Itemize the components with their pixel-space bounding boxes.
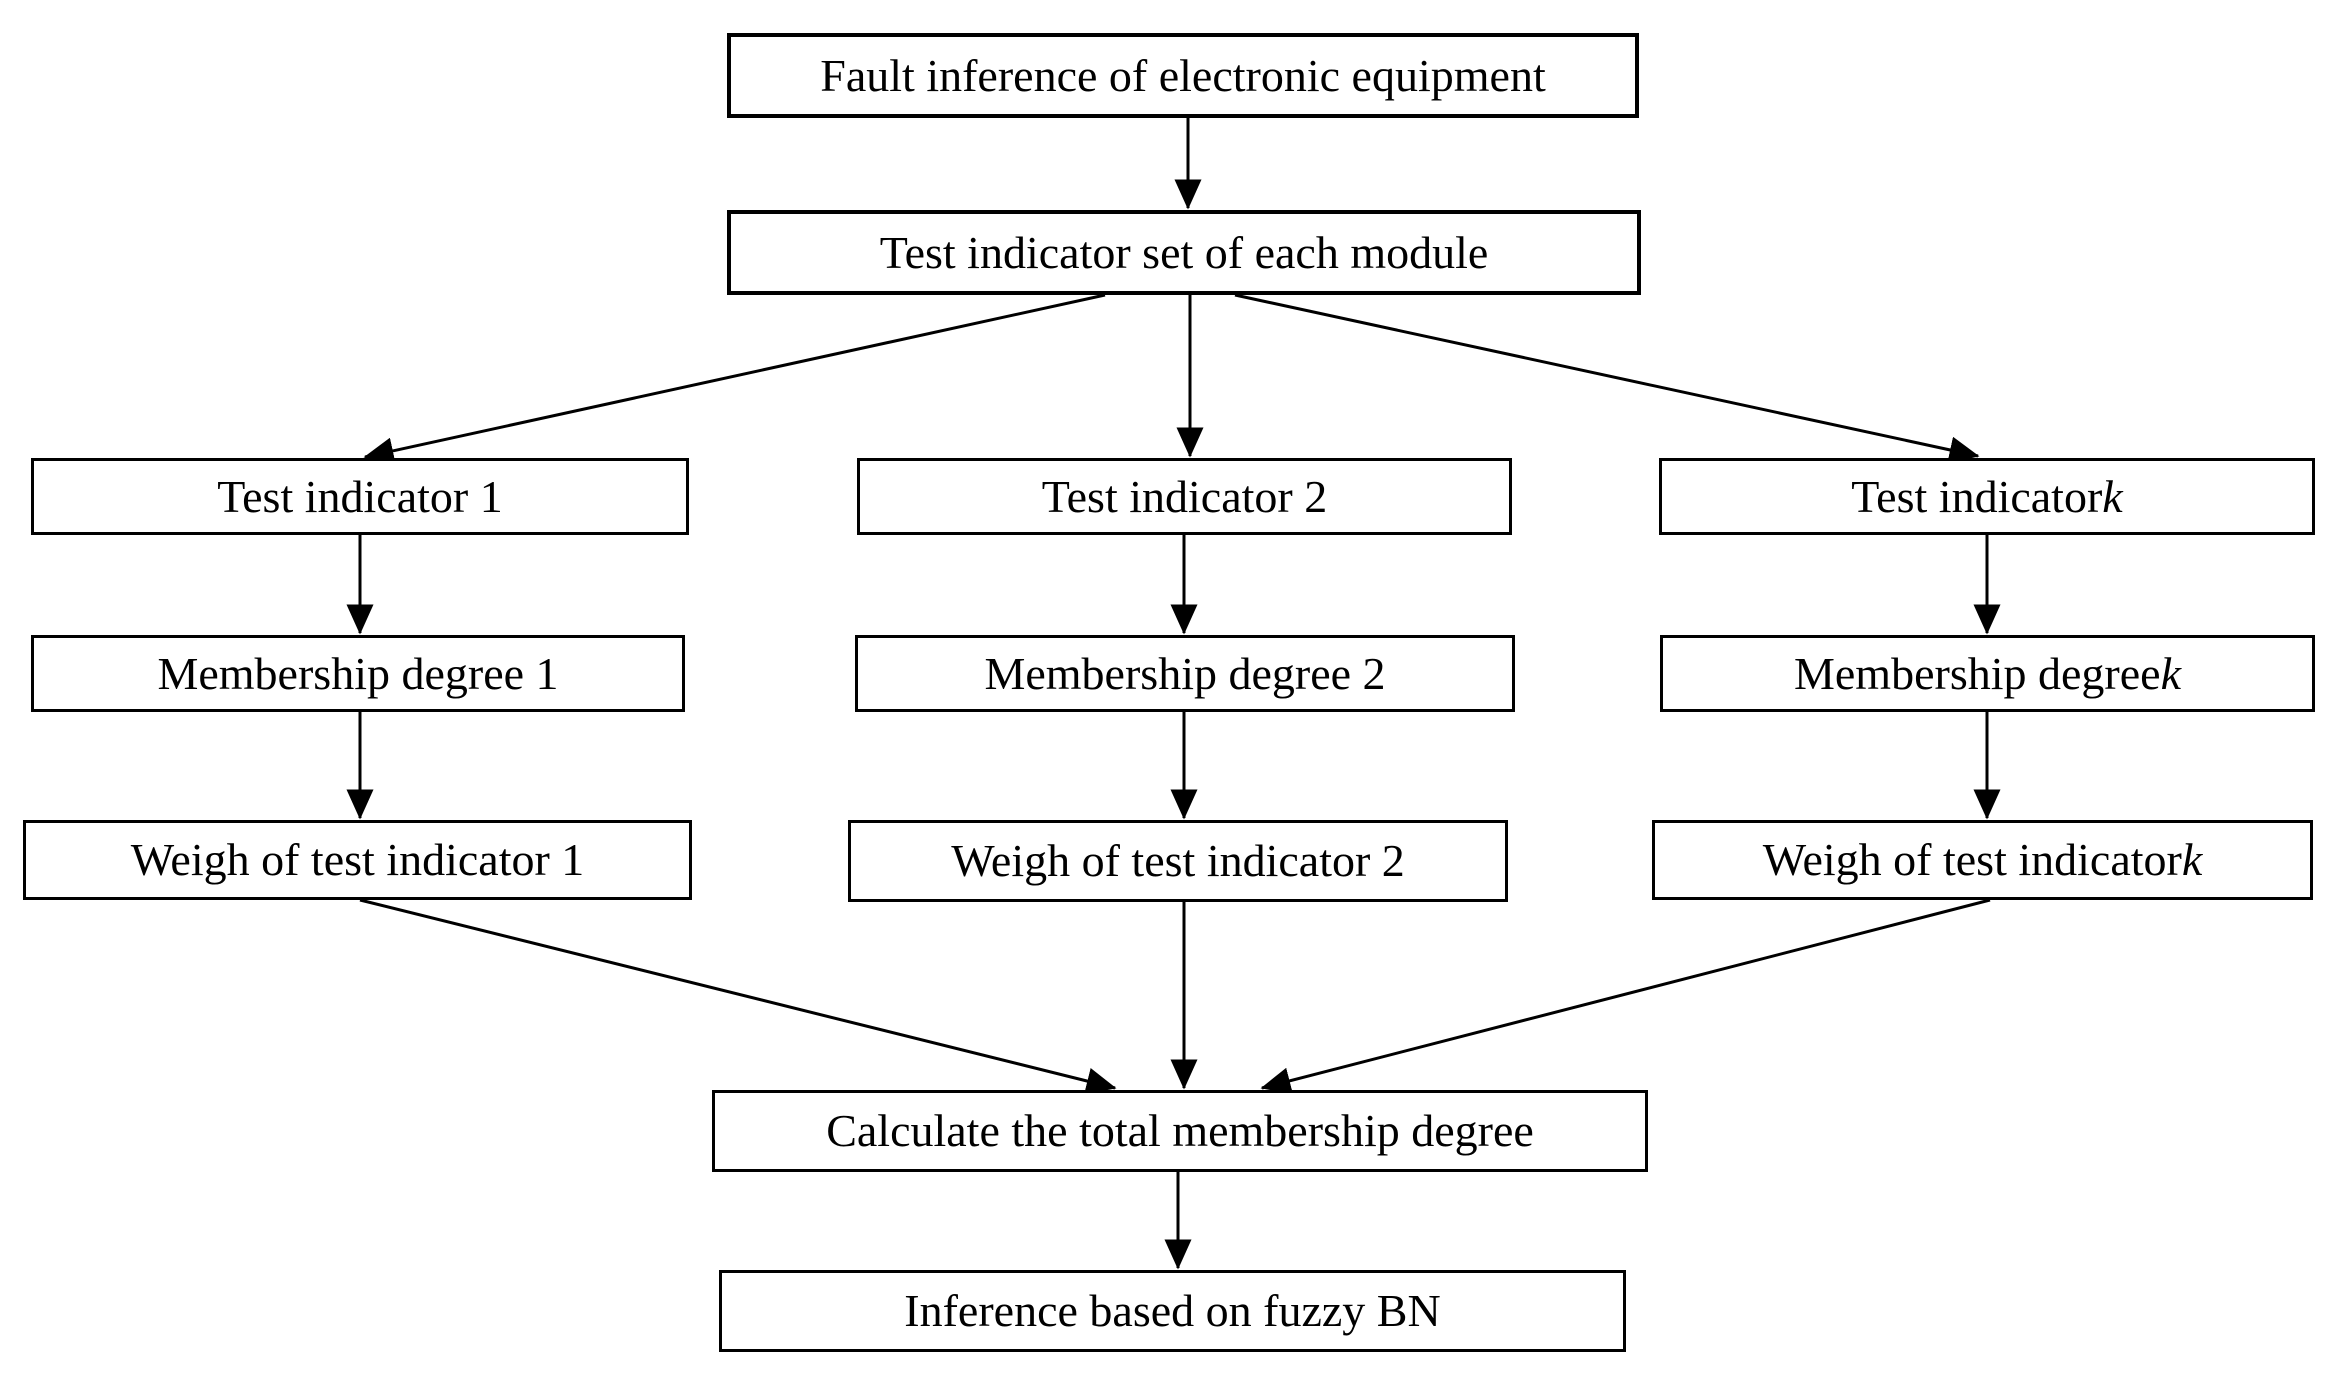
node-label-italic: k (2181, 834, 2203, 885)
node-membership-degree-2: Membership degree 2 (855, 635, 1515, 712)
node-weigh-of-test-indicator-1: Weigh of test indicator 1 (23, 820, 692, 900)
node-label: Fault inference of electronic equipment (820, 49, 1546, 101)
arrow-w1-to-calc (359, 898, 1117, 1095)
node-label: Test indicator 2 (1041, 470, 1328, 522)
node-weigh-of-test-indicator-2: Weigh of test indicator 2 (848, 820, 1508, 902)
node-label-italic: k (2102, 470, 2123, 522)
node-test-indicator-1: Test indicator 1 (31, 458, 689, 535)
node-label: Membership degree (1793, 647, 2161, 699)
node-label: Weigh of test indicator 1 (130, 834, 585, 885)
node-label: Calculate the total membership degree (826, 1105, 1534, 1156)
node-label: Weigh of test indicator 2 (951, 835, 1405, 886)
node-label: Test indicator 1 (217, 470, 503, 522)
arrow-wk-to-calc (1260, 898, 1991, 1094)
node-label: Weigh of test indicator (1762, 834, 2182, 885)
node-label: Test indicator set of each module (879, 226, 1489, 278)
node-test-indicator-2: Test indicator 2 (857, 458, 1512, 535)
node-inference-based-on-fuzzy-bn: Inference based on fuzzy BN (719, 1270, 1626, 1352)
node-membership-degree-k: Membership degree k (1660, 635, 2315, 712)
node-test-indicator-k: Test indicator k (1659, 458, 2315, 535)
node-label: Test indicator (1851, 470, 2103, 522)
node-fault-inference: Fault inference of electronic equipment (727, 33, 1639, 118)
node-membership-degree-1: Membership degree 1 (31, 635, 685, 712)
node-label: Inference based on fuzzy BN (904, 1285, 1441, 1336)
node-weigh-of-test-indicator-k: Weigh of test indicator k (1652, 820, 2313, 900)
node-label-italic: k (2160, 647, 2181, 699)
node-label: Membership degree 1 (157, 647, 559, 699)
arrow-testset-to-ti1 (363, 293, 1106, 465)
arrow-testset-to-tik (1234, 293, 1980, 464)
node-calculate-total-membership-degree: Calculate the total membership degree (712, 1090, 1648, 1172)
node-label: Membership degree 2 (984, 647, 1386, 699)
node-test-indicator-set: Test indicator set of each module (727, 210, 1641, 295)
